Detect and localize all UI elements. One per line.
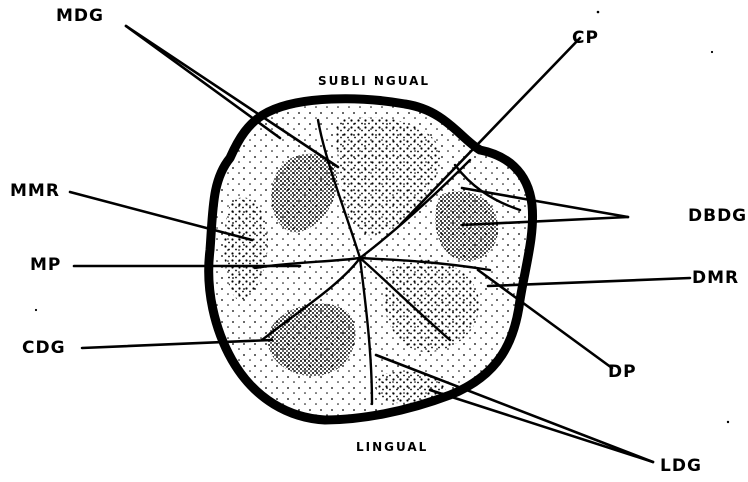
orientation-label-top: SUBLI NGUAL [318,75,430,87]
label-mp: MP [30,257,61,274]
orientation-label-bottom: LINGUAL [356,441,428,453]
label-dbdg: DBDG [688,208,747,225]
label-cp: CP [572,30,599,47]
label-dp: DP [608,364,637,381]
label-cdg: CDG [22,340,66,357]
label-mmr: MMR [10,183,60,200]
label-mdg: MDG [56,8,104,25]
label-ldg: LDG [660,458,702,475]
label-dmr: DMR [692,270,739,287]
